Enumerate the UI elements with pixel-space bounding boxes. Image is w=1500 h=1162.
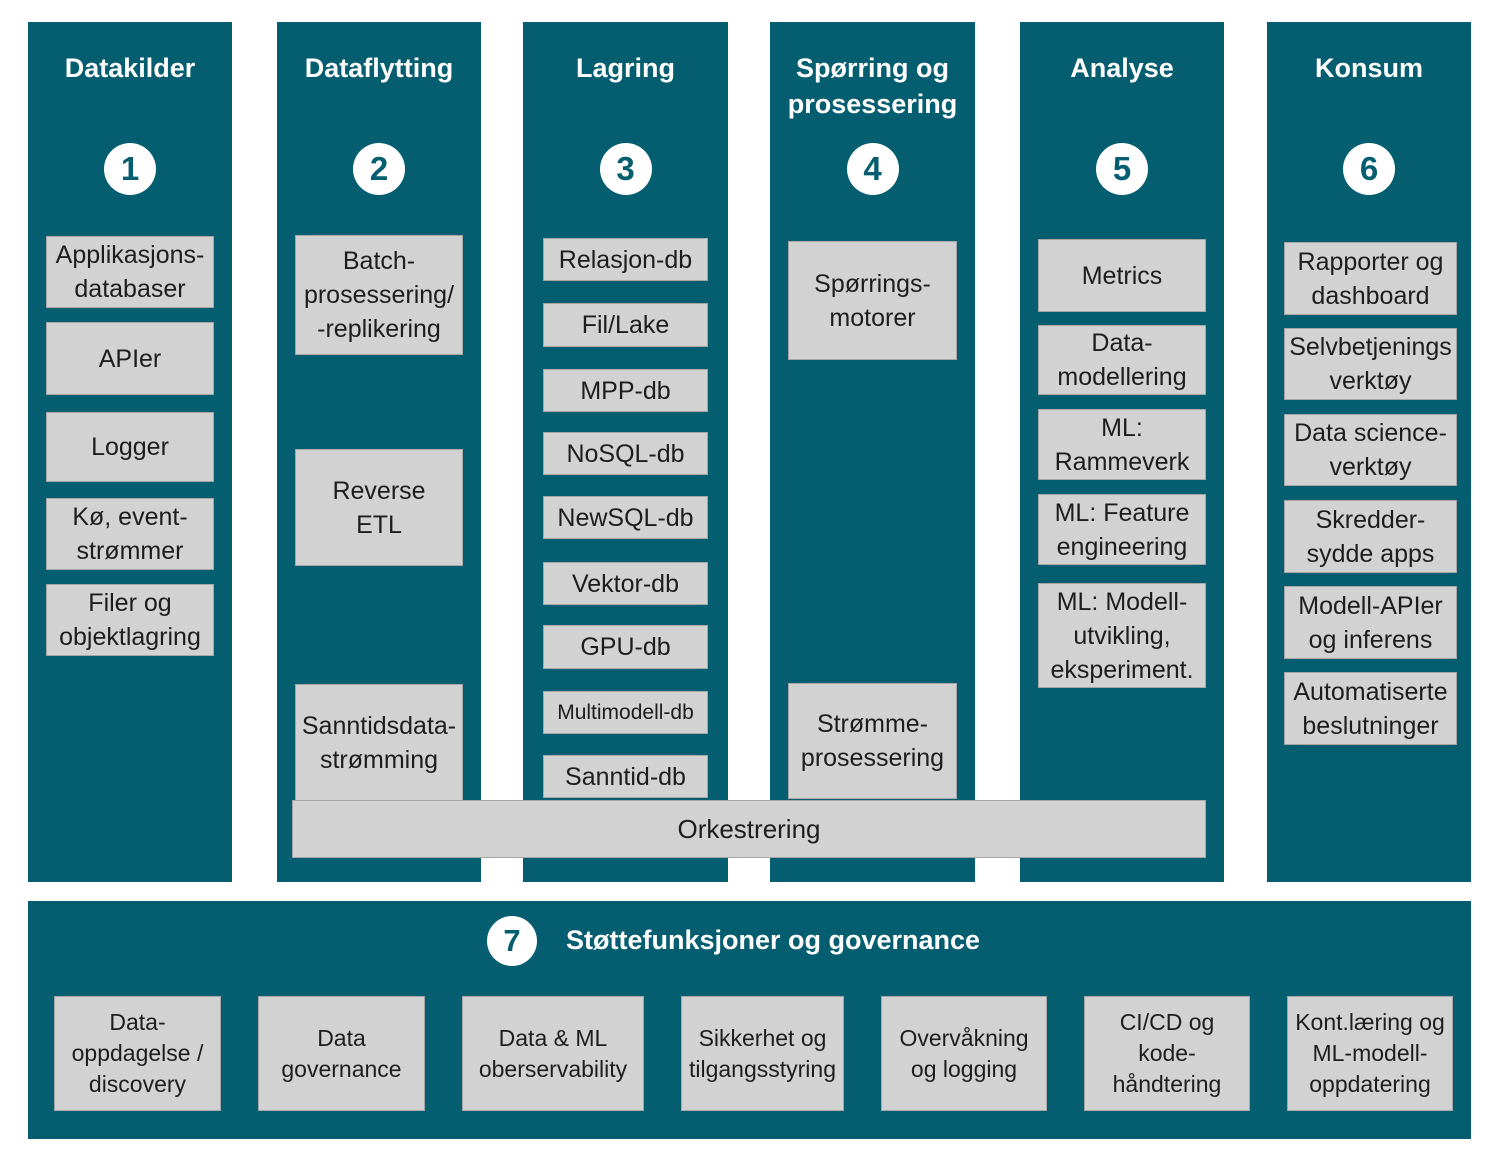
diagram-box: Multimodell-db	[543, 691, 708, 734]
column-title: Analyse	[1070, 53, 1174, 83]
column-lagring: Lagring 3 Relasjon-db Fil/Lake MPP-db No…	[523, 22, 728, 882]
diagram-box: Kø, event- strømmer	[46, 498, 214, 570]
step-number-badge: 3	[599, 143, 652, 195]
column-dataflytting: Dataflytting 2 Batch- prosessering/ -rep…	[277, 22, 481, 882]
diagram-box: CI/CD og kode- håndtering	[1084, 996, 1250, 1111]
diagram-box: Modell-APIer og inferens	[1284, 586, 1457, 659]
diagram-box: GPU-db	[543, 625, 708, 669]
diagram-box: Sanntid-db	[543, 755, 708, 798]
column-title: Lagring	[576, 53, 675, 83]
diagram-box: NoSQL-db	[543, 432, 708, 475]
step-number-badge: 6	[1343, 143, 1395, 195]
diagram-box: Sanntidsdata- strømming	[295, 684, 463, 801]
diagram-box: Metrics	[1038, 239, 1206, 312]
diagram-box: Skredder- sydde apps	[1284, 500, 1457, 573]
step-number-badge: 4	[846, 143, 899, 195]
band-items: Data- oppdagelse / discovery Data govern…	[54, 996, 1453, 1111]
diagram-box: Data science- verktøy	[1284, 414, 1457, 486]
diagram-box: Data- oppdagelse / discovery	[54, 996, 221, 1111]
diagram-box: Sikkerhet og tilgangsstyring	[681, 996, 844, 1111]
diagram-box: Data- modellering	[1038, 325, 1206, 395]
diagram-box: APIer	[46, 322, 214, 395]
diagram-box: ML: Feature engineering	[1038, 494, 1206, 565]
column-analyse: Analyse 5 Metrics Data- modellering ML: …	[1020, 22, 1224, 882]
diagram-box: Filer og objektlagring	[46, 584, 214, 656]
diagram-box: Data & ML oberservability	[462, 996, 644, 1111]
diagram-box: Reverse ETL	[295, 449, 463, 566]
step-number-badge: 1	[104, 143, 156, 195]
diagram-box: Batch- prosessering/ -replikering	[295, 235, 463, 355]
support-governance-band: 7 Støttefunksjoner og governance Data- o…	[28, 901, 1471, 1139]
diagram-box: Strømme- prosessering	[788, 683, 957, 799]
column-title: Dataflytting	[304, 53, 454, 83]
diagram-box: Selvbetjenings verktøy	[1284, 328, 1457, 400]
diagram-box: Relasjon-db	[543, 238, 708, 281]
diagram-box: ML: Modell- utvikling, eksperiment.	[1038, 583, 1206, 688]
column-konsum: Konsum 6 Rapporter og dashboard Selvbetj…	[1267, 22, 1471, 882]
diagram-box: Spørrings- motorer	[788, 241, 957, 360]
diagram-box: Fil/Lake	[543, 303, 708, 347]
column-sporring-og-prosessering: Spørring og prosessering 4 Spørrings- mo…	[770, 22, 975, 882]
diagram-box: Data governance	[258, 996, 425, 1111]
orchestration-bar: Orkestrering	[292, 800, 1206, 858]
column-title: Spørring og prosessering	[787, 53, 958, 119]
diagram-box: Logger	[46, 412, 214, 482]
step-number-badge: 7	[487, 916, 537, 966]
column-title: Datakilder	[64, 53, 196, 83]
diagram-box: ML: Rammeverk	[1038, 409, 1206, 480]
diagram-box: NewSQL-db	[543, 496, 708, 539]
diagram-box: Vektor-db	[543, 562, 708, 605]
column-title: Konsum	[1315, 53, 1423, 83]
step-number-badge: 5	[1096, 143, 1148, 195]
diagram-box: Applikasjons- databaser	[46, 236, 214, 308]
diagram-box: Automatiserte beslutninger	[1284, 672, 1457, 745]
step-number-badge: 2	[353, 143, 405, 195]
diagram-box: MPP-db	[543, 369, 708, 412]
diagram-box: Rapporter og dashboard	[1284, 242, 1457, 315]
band-title: Støttefunksjoner og governance	[566, 925, 981, 955]
column-datakilder: Datakilder 1 Applikasjons- databaser API…	[28, 22, 232, 882]
diagram-box: Kont.læring og ML-modell- oppdatering	[1287, 996, 1453, 1111]
diagram-box: Overvåkning og logging	[881, 996, 1047, 1111]
